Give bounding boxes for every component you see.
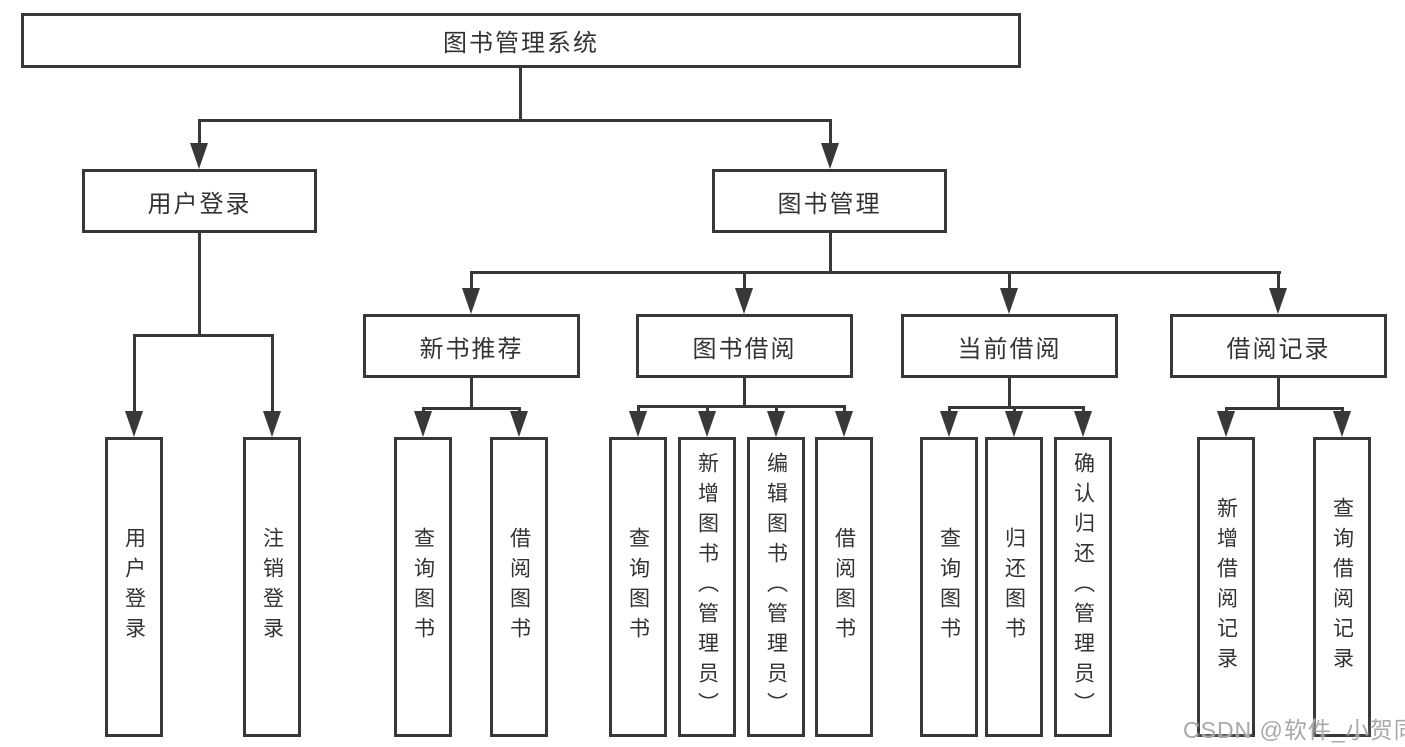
connector-level2: [198, 119, 832, 122]
arrow-down-icon: [735, 288, 753, 314]
leaf-current-confirm-return-admin: 确认归还（管理员）: [1054, 437, 1112, 737]
arrow-down-icon: [190, 143, 208, 169]
leaf-current-return-books-label: 归还图书: [1002, 527, 1026, 647]
connector-borrow-records-split: [1225, 407, 1344, 410]
leaf-borrow-query-books: 查询图书: [609, 437, 667, 737]
leaf-current-confirm-return-admin-label: 确认归还（管理员）: [1071, 452, 1095, 722]
node-book-borrow-label: 图书借阅: [692, 335, 797, 363]
arrow-down-icon: [835, 411, 853, 437]
connector-user-login-trunk: [198, 233, 201, 337]
csdn-watermark: CSDN @软件_小贺同学: [1183, 717, 1405, 743]
leaf-recommend-borrow-books: 借阅图书: [490, 437, 548, 737]
arrow-down-icon: [510, 411, 528, 437]
connector-stub: [518, 407, 521, 413]
connector-stub: [637, 405, 640, 413]
connector-stub-book-mgmt: [829, 119, 832, 145]
connector-stub: [843, 405, 846, 413]
leaf-borrow-edit-books-admin-label: 编辑图书（管理员）: [764, 452, 788, 722]
arrow-down-icon: [1333, 411, 1351, 437]
connector-stub-borrow-records: [1277, 271, 1280, 291]
connector-stub: [948, 406, 951, 413]
connector-stub-current-borrow: [1008, 271, 1011, 291]
node-borrow-records-label: 借阅记录: [1226, 335, 1331, 363]
arrow-down-icon: [1217, 411, 1235, 437]
connector-stub: [1341, 407, 1344, 413]
connector-stub: [422, 407, 425, 413]
node-current-borrow: 当前借阅: [901, 314, 1118, 378]
connector-stub: [706, 405, 709, 413]
node-root: 图书管理系统: [21, 13, 1021, 68]
arrow-down-icon: [462, 288, 480, 314]
node-root-label: 图书管理系统: [443, 30, 599, 57]
leaf-records-add-record-label: 新增借阅记录: [1214, 497, 1238, 677]
leaf-borrow-borrow-books: 借阅图书: [815, 437, 873, 737]
connector-root-trunk: [519, 68, 522, 122]
arrow-down-icon: [1074, 411, 1092, 437]
connector-stub: [775, 405, 778, 413]
leaf-records-query-record: 查询借阅记录: [1313, 437, 1371, 737]
node-book-mgmt-label: 图书管理: [777, 190, 882, 218]
arrow-down-icon: [821, 143, 839, 169]
arrow-down-icon: [1269, 288, 1287, 314]
arrow-down-icon: [698, 411, 716, 437]
connector-borrow-records-trunk: [1277, 378, 1280, 410]
leaf-recommend-query-books-label: 查询图书: [411, 527, 435, 647]
arrow-down-icon: [1000, 288, 1018, 314]
node-user-login: 用户登录: [82, 169, 317, 233]
arrow-down-icon: [629, 411, 647, 437]
node-user-login-label: 用户登录: [147, 190, 252, 218]
leaf-logout-login-label: 注销登录: [260, 527, 284, 647]
arrow-down-icon: [414, 411, 432, 437]
node-new-book-recommend-label: 新书推荐: [419, 335, 524, 363]
leaf-borrow-edit-books-admin: 编辑图书（管理员）: [747, 437, 805, 737]
node-new-book-recommend: 新书推荐: [363, 314, 580, 378]
connector-stub-user-login: [198, 119, 201, 145]
connector-stub-leaf-logout: [271, 334, 274, 412]
connector-new-book-trunk: [470, 378, 473, 410]
connector-user-login-split: [133, 334, 274, 337]
node-book-mgmt: 图书管理: [712, 169, 947, 233]
arrow-down-icon: [263, 411, 281, 437]
node-current-borrow-label: 当前借阅: [957, 335, 1062, 363]
connector-book-borrow-trunk: [743, 378, 746, 408]
leaf-current-return-books: 归还图书: [985, 437, 1043, 737]
arrow-down-icon: [940, 411, 958, 437]
leaf-current-query-books: 查询图书: [920, 437, 978, 737]
leaf-borrow-borrow-books-label: 借阅图书: [832, 527, 856, 647]
connector-stub-leaf-user-login: [133, 334, 136, 412]
leaf-records-query-record-label: 查询借阅记录: [1330, 497, 1354, 677]
connector-current-borrow-trunk: [1008, 378, 1011, 409]
leaf-borrow-add-books-admin-label: 新增图书（管理员）: [695, 452, 719, 722]
leaf-user-login: 用户登录: [105, 437, 163, 737]
leaf-borrow-add-books-admin: 新增图书（管理员）: [678, 437, 736, 737]
leaf-recommend-borrow-books-label: 借阅图书: [507, 527, 531, 647]
arrow-down-icon: [1005, 411, 1023, 437]
leaf-current-query-books-label: 查询图书: [937, 527, 961, 647]
connector-new-book-split: [422, 407, 521, 410]
connector-stub-new-book: [470, 271, 473, 291]
connector-stub: [1013, 406, 1016, 413]
connector-current-borrow-split: [948, 406, 1085, 409]
connector-stub: [1082, 406, 1085, 413]
connector-book-mgmt-trunk: [829, 233, 832, 274]
arrow-down-icon: [125, 411, 143, 437]
leaf-recommend-query-books: 查询图书: [394, 437, 452, 737]
connector-stub-book-borrow: [743, 271, 746, 291]
connector-level3: [470, 271, 1281, 274]
connector-book-borrow-split: [637, 405, 846, 408]
arrow-down-icon: [767, 411, 785, 437]
leaf-user-login-label: 用户登录: [122, 527, 146, 647]
leaf-logout-login: 注销登录: [243, 437, 301, 737]
leaf-borrow-query-books-label: 查询图书: [626, 527, 650, 647]
node-borrow-records: 借阅记录: [1170, 314, 1387, 378]
leaf-records-add-record: 新增借阅记录: [1197, 437, 1255, 737]
node-book-borrow: 图书借阅: [636, 314, 853, 378]
connector-stub: [1225, 407, 1228, 413]
